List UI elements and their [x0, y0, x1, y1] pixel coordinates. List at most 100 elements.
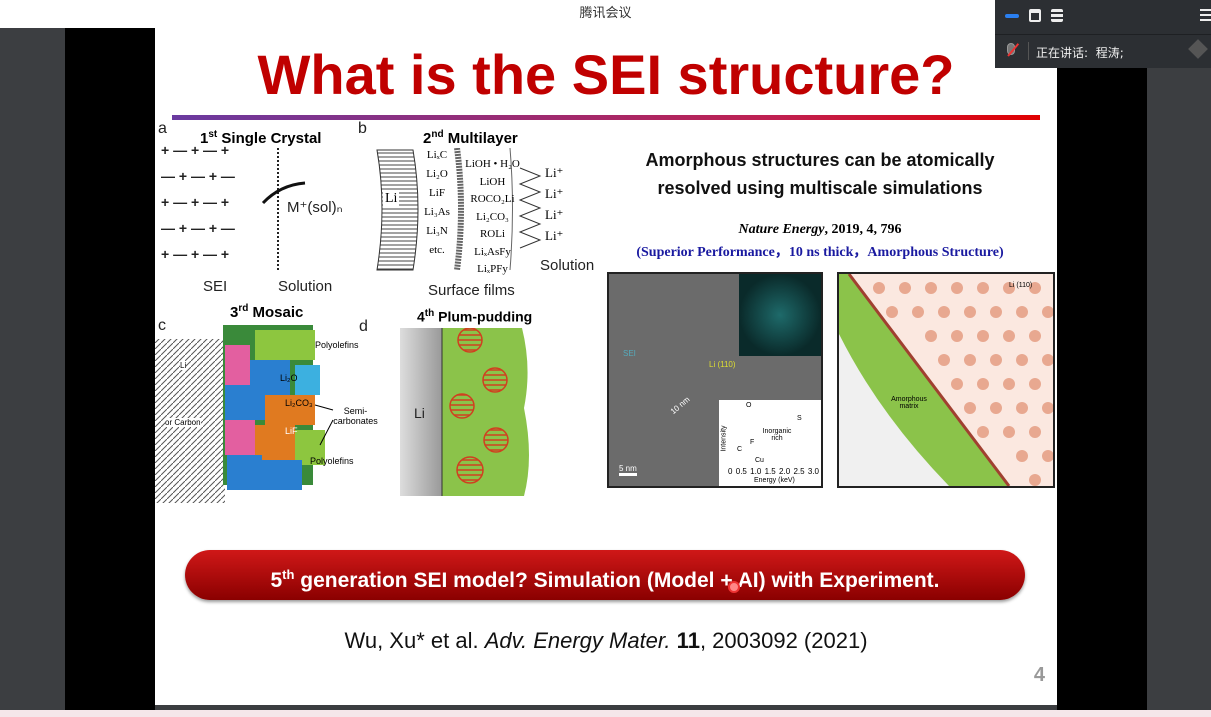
tem-li110-label: Li (110) — [709, 360, 736, 369]
bottom-strip — [0, 710, 1211, 717]
panel-c-title: 3rd Mosaic — [230, 303, 303, 321]
left-gutter — [0, 28, 65, 710]
mosaic-label-polyolefins-2: Polyolefins — [310, 456, 354, 466]
mosaic-label-semicarbonates: Semi-carbonates — [333, 406, 378, 426]
layer: LiₓPFy — [477, 263, 508, 275]
t: Multilayer — [443, 130, 518, 147]
surface-films-label: Surface films — [428, 282, 515, 299]
atom-dot — [1003, 330, 1015, 342]
svg-text:+ — + — +: + — + — + — [161, 143, 229, 158]
eds-x-label: Energy (keV) — [754, 477, 795, 484]
atom-dot — [1029, 426, 1041, 438]
layer: Li₂O — [426, 168, 448, 180]
layer: LiOH • H₂O — [465, 158, 520, 170]
svg-text:+ — + — +: + — + — + — [161, 194, 229, 210]
t: , 2003092 (2021) — [699, 628, 868, 653]
muted-mic-icon[interactable] — [1007, 43, 1019, 57]
plum-pudding-diagram — [400, 328, 529, 496]
atom-dot — [1042, 402, 1053, 414]
atom-dot — [990, 306, 1002, 318]
page-number: 4 — [1033, 664, 1045, 686]
divider — [995, 34, 1211, 35]
mosaic-label-li2co3: Li₂CO₃ — [285, 398, 313, 408]
panel-b-title: 2nd Multilayer — [423, 129, 518, 147]
letterbox-left — [65, 28, 155, 710]
t: th — [282, 567, 295, 582]
layer: LiOH — [479, 175, 506, 188]
atom-dot — [1016, 450, 1028, 462]
t: Mosaic — [248, 304, 304, 321]
journal-ref: Nature Energy, 2019, 4, 796 — [610, 222, 1030, 238]
t: Single Crystal — [217, 130, 322, 147]
tem-sei-label: SEI — [623, 349, 636, 358]
mosaic-label-li: Li — [180, 361, 187, 370]
tem-thickness-label: 10 nm — [668, 394, 692, 417]
atom-dot — [951, 330, 963, 342]
sei-label: SEI — [203, 278, 228, 295]
layer: Li₃As — [424, 206, 450, 218]
tick: 3.0 — [807, 467, 819, 476]
t: 4 — [417, 308, 425, 325]
menu-icon[interactable] — [1200, 9, 1211, 22]
atom-dot — [1042, 450, 1053, 462]
window-icon[interactable] — [1029, 9, 1041, 22]
tick: 0 — [728, 467, 733, 476]
panel-b-letter: b — [358, 120, 367, 137]
atom-dot — [1016, 306, 1028, 318]
li-ion-arrows: Li⁺Li⁺Li⁺Li⁺ — [545, 162, 563, 246]
mosaic-label-carbon: or Carbon — [165, 418, 201, 427]
eds-y-label: Intensity — [720, 425, 728, 452]
shared-slide: What is the SEI structure? a 1st Single … — [155, 28, 1057, 705]
tick: 0.5 — [735, 467, 747, 476]
atom-dot — [990, 354, 1002, 366]
t: st — [208, 129, 218, 140]
tick: 2.0 — [779, 467, 791, 476]
ion-label: M⁺(sol)ₙ — [287, 199, 343, 216]
right-gutter — [1147, 28, 1211, 710]
t: 3 — [230, 304, 239, 321]
tick: 1.5 — [764, 467, 776, 476]
li-plus: Li⁺ — [545, 207, 564, 222]
atom-dot — [1042, 306, 1053, 318]
atom-dot — [990, 402, 1002, 414]
tem-scale-bar: 5 nm — [619, 464, 637, 476]
li-plus: Li⁺ — [545, 165, 564, 180]
svg-text:+ — + — +: + — + — + — [161, 246, 229, 262]
atom-dot — [938, 306, 950, 318]
atom-dot — [977, 282, 989, 294]
journal-name: Nature Energy — [738, 222, 825, 237]
li-label-d: Li — [414, 405, 425, 421]
eds-peak: Cu — [755, 457, 764, 464]
layer: LiF — [429, 187, 445, 199]
speaker-name: 程涛; — [1095, 46, 1124, 60]
layer: LiₓC — [426, 149, 448, 161]
citation: Wu, Xu* et al. Adv. Energy Mater. 11, 20… — [155, 628, 1057, 654]
solution-label: Solution — [278, 278, 333, 295]
journal-details: , 2019, 4, 796 — [824, 222, 902, 237]
atom-dot — [977, 330, 989, 342]
amorphous-matrix-label: Amorphous matrix — [891, 396, 927, 410]
minimize-icon[interactable] — [1005, 14, 1019, 18]
atom-dot — [925, 282, 937, 294]
multilayer-diagram — [376, 148, 542, 271]
t: rd — [238, 303, 249, 314]
speaking-label: 正在讲话: — [1036, 46, 1089, 60]
amorphous-heading: Amorphous structures can be atomically r… — [645, 150, 995, 198]
eds-annotation: Inorganic rich — [762, 428, 792, 442]
simulation-image: Li (110) Amorphous matrix — [837, 272, 1055, 488]
single-crystal-diagram: + — + — +— + — + —+ — + — +— + — + —+ — … — [161, 143, 306, 271]
slide-title: What is the SEI structure? — [257, 43, 955, 106]
atom-dot — [1016, 354, 1028, 366]
t: 11 — [676, 628, 700, 653]
fft-inset — [739, 274, 821, 356]
panel-d-title: 4th Plum-pudding — [417, 308, 532, 325]
panel-a-title: 1st Single Crystal — [200, 129, 321, 147]
t: Plum-pudding — [434, 308, 533, 325]
eds-peak: S — [797, 415, 802, 422]
eds-peak: O — [746, 402, 752, 409]
t: Wu, Xu* et al. — [344, 628, 485, 653]
mosaic-label-polyolefins: Polyolefins — [315, 340, 359, 350]
list-icon[interactable] — [1051, 9, 1063, 22]
